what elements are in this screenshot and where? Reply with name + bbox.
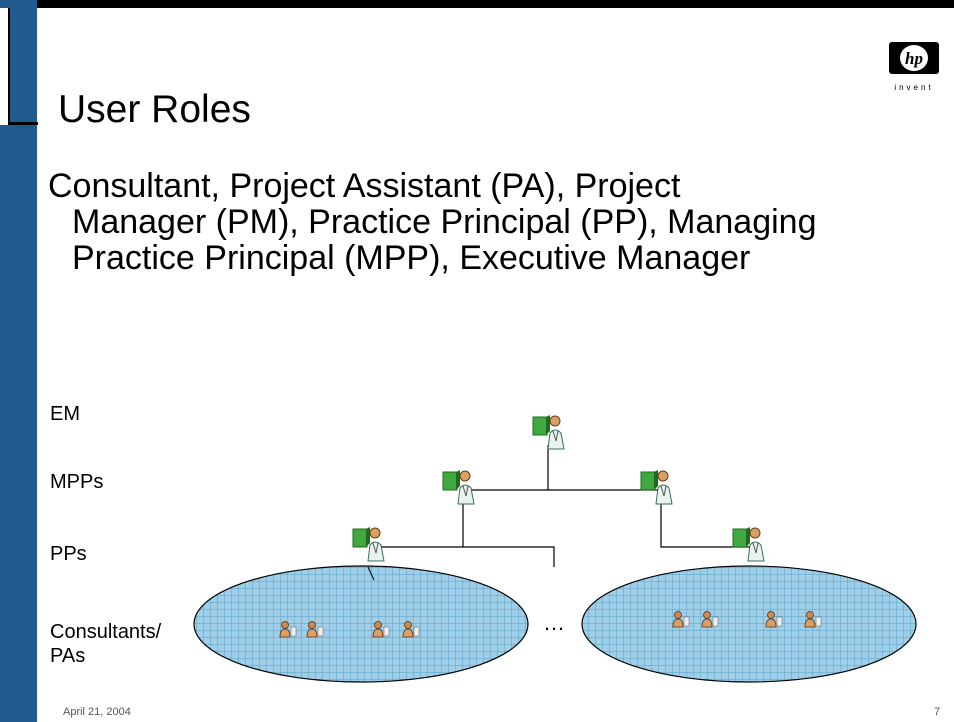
level-label-pps: PPs xyxy=(50,543,87,565)
side-accent xyxy=(0,8,10,125)
consultant-group-right xyxy=(581,565,917,683)
hp-logo-tagline: invent xyxy=(894,83,933,92)
level-label-consultants: Consultants/ xyxy=(50,621,162,643)
hp-logo: hp invent xyxy=(889,42,939,92)
side-notch xyxy=(10,122,38,125)
connector xyxy=(374,500,555,567)
footer-date: April 21, 2004 xyxy=(63,706,131,718)
top-border xyxy=(0,0,954,8)
slide-title: User Roles xyxy=(58,88,251,131)
em-person-icon xyxy=(532,414,565,450)
connector xyxy=(463,445,661,491)
level-label-em: EM xyxy=(50,403,80,425)
consultant-group-left xyxy=(193,565,529,683)
body-line: Manager (PM), Practice Principal (PP), M… xyxy=(72,203,817,241)
pp-person-icon xyxy=(352,526,385,562)
connector xyxy=(660,500,752,548)
level-label-pas: PAs xyxy=(50,645,86,667)
hp-logo-mark: hp xyxy=(905,49,923,68)
group-ellipsis: … xyxy=(543,610,565,635)
level-label-mpps: MPPs xyxy=(50,471,104,493)
mpp-person-icon xyxy=(640,469,673,505)
page-number: 7 xyxy=(934,706,941,718)
slide-body: Consultant, Project Assistant (PA), Proj… xyxy=(48,168,928,276)
mpp-person-icon xyxy=(442,469,475,505)
body-line: Consultant, Project Assistant (PA), Proj… xyxy=(48,167,681,205)
hp-logo-circle xyxy=(900,45,928,71)
body-line: Practice Principal (MPP), Executive Mana… xyxy=(72,239,751,277)
pp-person-icon xyxy=(732,526,765,562)
